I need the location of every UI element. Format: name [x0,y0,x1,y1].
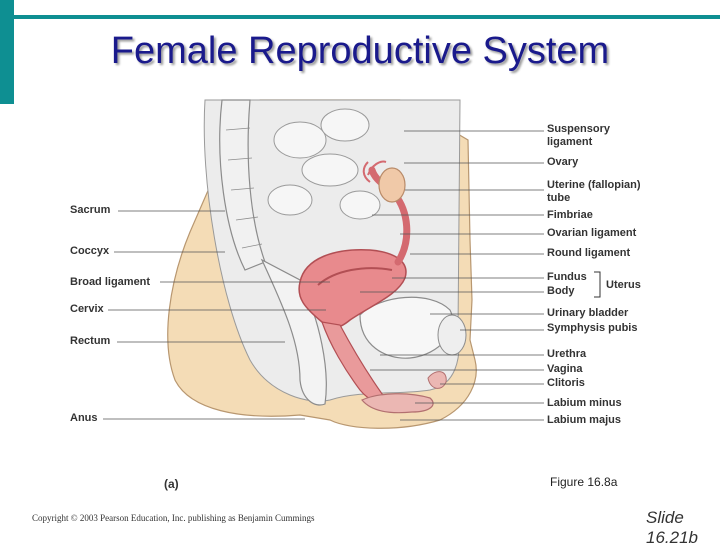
labia-shape [361,393,434,414]
label-ovary: Ovary [547,156,579,168]
figure-part-label: (a) [164,477,179,491]
uterus-cavity [317,267,393,286]
label-rectum: Rectum [70,335,111,347]
label-uterine-tube-line2: tube [547,192,571,204]
leader-lines-left [103,210,330,420]
accent-line [14,15,720,19]
label-ovarian-ligament: Ovarian ligament [547,227,637,239]
label-labium-majus: Labium majus [547,414,621,426]
sacrum-segments [225,127,263,249]
figure-caption: Figure 16.8a [550,475,618,489]
pubis-shape [437,314,467,356]
copyright-notice: Copyright © 2003 Pearson Education, Inc.… [32,513,315,523]
leader-lines-right [360,130,544,421]
sacrum-shape [219,99,266,271]
label-round-ligament: Round ligament [547,247,631,259]
label-labium-minus: Labium minus [547,397,622,409]
label-anus: Anus [70,412,98,424]
label-sacrum: Sacrum [70,204,111,216]
label-cervix: Cervix [70,303,104,315]
label-urinary-bladder: Urinary bladder [547,307,629,319]
label-coccyx: Coccyx [70,245,110,257]
label-fimbriae: Fimbriae [547,209,593,221]
uterus-bracket [594,271,601,298]
label-vagina: Vagina [547,363,583,375]
slide-number-line2: 16.21b [646,528,698,547]
fimbriae-shape [362,160,387,183]
label-symphysis-pubis: Symphysis pubis [547,322,638,334]
slide-number-line1: Slide [646,508,684,527]
label-body: Body [547,285,575,297]
rectum-shape [260,258,327,406]
label-suspensory-ligament-line2: ligament [547,136,593,148]
accent-bar [0,0,14,104]
label-broad-ligament: Broad ligament [70,276,151,288]
ovary-shape [378,167,406,203]
slide-title: Female Reproductive System [110,30,610,72]
label-clitoris: Clitoris [547,377,585,389]
label-uterus: Uterus [606,279,641,291]
label-suspensory-ligament-line1: Suspensory [547,123,610,135]
intestines [267,108,381,220]
label-uterine-tube-line1: Uterine (fallopian) [547,179,641,191]
label-urethra: Urethra [547,348,587,360]
slide-number: Slide 16.21b [646,508,720,548]
label-fundus: Fundus [547,271,587,283]
